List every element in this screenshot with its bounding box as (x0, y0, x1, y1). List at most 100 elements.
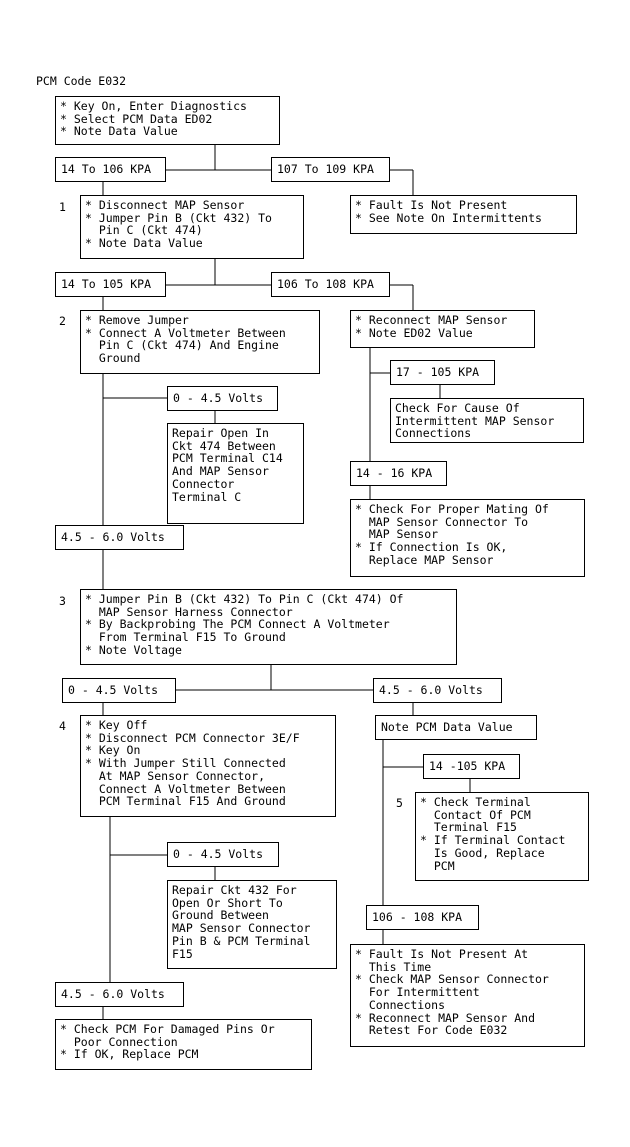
box-text-line: For Intermittent (355, 985, 480, 1000)
box-text-line: Check For Cause Of (395, 401, 520, 415)
box-text-line: 17 - 105 KPA (396, 365, 480, 379)
check-mating-box: * Check For Proper Mating Of MAP Sensor … (350, 499, 585, 577)
result-14-105-kpa-b: 14 -105 KPA (423, 754, 520, 779)
box-text-line: Repair Ckt 432 For (172, 883, 297, 897)
box-text-line: * See Note On Intermittents (355, 210, 542, 225)
box-text-line: * Remove Jumper (85, 313, 189, 327)
box-text-line: This Time (355, 959, 432, 974)
step5-box: * Check Terminal Contact Of PCM Terminal… (415, 792, 589, 881)
step-number-4: 4 (59, 719, 66, 733)
result-17-105-kpa: 17 - 105 KPA (390, 360, 495, 385)
box-text-line: * Key On, Enter Diagnostics (60, 99, 247, 113)
box-text-line: 4.5 - 6.0 Volts (61, 530, 165, 544)
box-text-line: MAP Sensor Connector (172, 921, 311, 936)
step4-box: * Key Off* Disconnect PCM Connector 3E/F… (80, 715, 336, 817)
box-text-line: Pin C (Ckt 474) And Engine (85, 338, 279, 353)
box-text-line: * If Terminal Contact (420, 833, 566, 848)
box-text-line: Connect A Voltmeter Between (85, 781, 286, 796)
box-text-line: 14 -105 KPA (429, 759, 506, 773)
box-text-line: * Note Data Value (85, 236, 203, 251)
fault-not-present-box: * Fault Is Not Present* See Note On Inte… (350, 195, 577, 234)
box-text-line: 0 - 4.5 Volts (173, 391, 264, 405)
box-text-line: PCM Terminal C14 (172, 451, 283, 466)
box-text-line: Intermittent MAP Sensor (395, 413, 555, 428)
box-text-line: Retest For Code E032 (355, 1023, 508, 1038)
start-instructions-box: * Key On, Enter Diagnostics* Select PCM … (55, 96, 280, 145)
box-text-line: 14 - 16 KPA (356, 466, 433, 480)
box-text-line: 107 To 109 KPA (277, 162, 374, 176)
box-text-line: * Reconnect MAP Sensor And (355, 1010, 536, 1025)
box-text-line: 14 To 106 KPA (61, 162, 152, 176)
box-text-line: 14 To 105 KPA (61, 277, 152, 291)
box-text-line: 106 - 108 KPA (372, 910, 463, 924)
check-pcm-pins-box: * Check PCM For Damaged Pins Or Poor Con… (55, 1019, 312, 1070)
result-4-5-6-volts-a: 4.5 - 6.0 Volts (55, 525, 184, 550)
step1-box: * Disconnect MAP Sensor* Jumper Pin B (C… (80, 195, 304, 259)
box-text-line: At MAP Sensor Connector, (85, 768, 266, 783)
result-106-108-kpa-b: 106 - 108 KPA (366, 905, 479, 930)
step-number-2: 2 (59, 314, 66, 328)
box-text-line: Contact Of PCM (420, 807, 531, 822)
box-text-line: Pin C (Ckt 474) (85, 223, 203, 238)
box-text-line: * Fault Is Not Present At (355, 947, 529, 961)
box-text-line: Replace MAP Sensor (355, 552, 494, 567)
result-106-108-kpa: 106 To 108 KPA (271, 272, 390, 297)
box-text-line: * With Jumper Still Connected (85, 756, 286, 771)
step-number-3: 3 (59, 594, 66, 608)
box-text-line: Poor Connection (60, 1034, 178, 1049)
result-4-5-6-volts-c: 4.5 - 6.0 Volts (55, 982, 184, 1007)
box-text-line: 0 - 4.5 Volts (173, 847, 264, 861)
box-text-line: F15 (172, 946, 193, 961)
box-text-line: 0 - 4.5 Volts (68, 683, 159, 697)
step3-box: * Jumper Pin B (Ckt 432) To Pin C (Ckt 4… (80, 589, 457, 665)
box-text-line: 106 To 108 KPA (277, 277, 374, 291)
box-text-line: Repair Open In (172, 426, 269, 440)
box-text-line: Terminal F15 (420, 820, 517, 835)
box-text-line: PCM Terminal F15 And Ground (85, 794, 286, 809)
box-text-line: 4.5 - 6.0 Volts (61, 987, 165, 1001)
box-text-line: * Key On (85, 743, 141, 758)
box-text-line: Terminal C (172, 489, 242, 504)
box-text-line: MAP Sensor Connector To (355, 514, 529, 529)
fault-not-present-time-box: * Fault Is Not Present At This Time* Che… (350, 944, 585, 1047)
box-text-line: * Reconnect MAP Sensor (355, 313, 508, 327)
box-text-line: Connector (172, 476, 235, 491)
result-0-4-5-volts-c: 0 - 4.5 Volts (167, 842, 279, 867)
result-14-16-kpa: 14 - 16 KPA (350, 461, 447, 486)
box-text-line: From Terminal F15 To Ground (85, 630, 286, 645)
box-text-line: Ground Between (172, 908, 269, 923)
chart-title: PCM Code E032 (36, 74, 127, 88)
box-text-line: * If OK, Replace PCM (60, 1047, 199, 1062)
box-text-line: * Check MAP Sensor Connector (355, 972, 549, 987)
box-text-line: And MAP Sensor (172, 464, 269, 479)
box-text-line: * Check Terminal (420, 795, 531, 809)
box-text-line: * Check PCM For Damaged Pins Or (60, 1022, 275, 1036)
box-text-line: * Key Off (85, 718, 148, 732)
step-number-1: 1 (59, 200, 66, 214)
result-0-4-5-volts-a: 0 - 4.5 Volts (167, 386, 278, 411)
box-text-line: MAP Sensor (355, 527, 439, 542)
result-0-4-5-volts-b: 0 - 4.5 Volts (62, 678, 176, 703)
note-pcm-data-box: Note PCM Data Value (375, 715, 537, 740)
box-text-line: * Note Data Value (60, 124, 178, 139)
step-number-5: 5 (396, 796, 403, 810)
box-text-line: Connections (355, 997, 446, 1012)
box-text-line: Note PCM Data Value (381, 720, 513, 734)
box-text-line: * Disconnect PCM Connector 3E/F (85, 730, 300, 745)
box-text-line: * By Backprobing The PCM Connect A Voltm… (85, 617, 390, 632)
box-text-line: * Jumper Pin B (Ckt 432) To Pin C (Ckt 4… (85, 592, 404, 606)
result-14-106-kpa: 14 To 106 KPA (55, 157, 166, 182)
box-text-line: Ckt 474 Between (172, 438, 276, 453)
reconnect-map-box: * Reconnect MAP Sensor* Note ED02 Value (350, 310, 535, 348)
box-text-line: PCM (420, 858, 455, 873)
box-text-line: * If Connection Is OK, (355, 540, 508, 555)
box-text-line: 4.5 - 6.0 Volts (379, 683, 483, 697)
box-text-line: * Note Voltage (85, 642, 182, 657)
box-text-line: Open Or Short To (172, 895, 283, 910)
result-4-5-6-volts-b: 4.5 - 6.0 Volts (373, 678, 502, 703)
box-text-line: Ground (85, 351, 141, 366)
